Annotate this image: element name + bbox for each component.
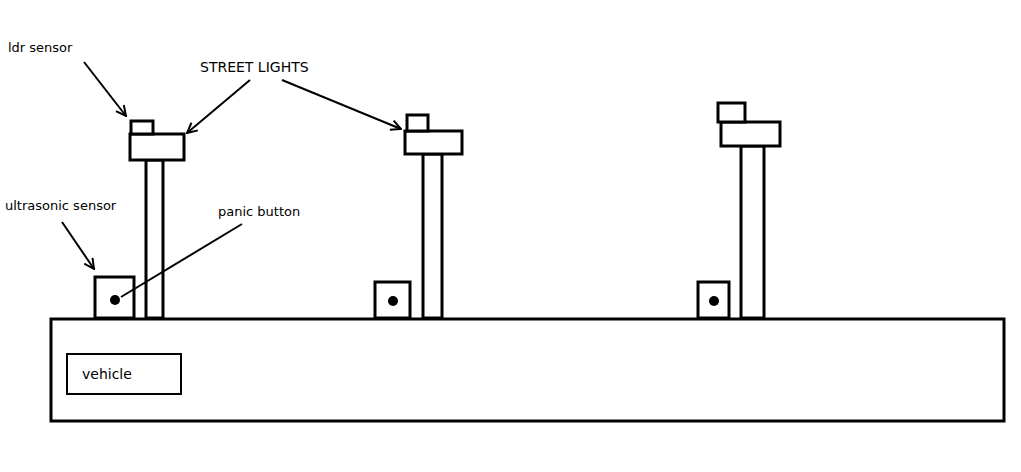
ultrasonic-sensor-box bbox=[375, 282, 410, 318]
panic-button-dot bbox=[110, 295, 120, 305]
leader-arrow bbox=[187, 80, 250, 133]
vehicle-box: vehicle bbox=[66, 353, 182, 395]
road bbox=[51, 319, 1004, 421]
callout-label: STREET LIGHTS bbox=[200, 59, 309, 76]
street-light-head bbox=[405, 131, 462, 154]
street-light-head bbox=[130, 134, 184, 160]
leader-arrow bbox=[62, 222, 94, 269]
street-light-head bbox=[721, 122, 780, 146]
leader-line bbox=[121, 224, 242, 297]
callout-label: ultrasonic sensor bbox=[5, 198, 116, 214]
ultrasonic-sensor-box bbox=[95, 277, 134, 318]
ldr-sensor-box bbox=[407, 115, 428, 131]
light-pole bbox=[146, 160, 163, 318]
ldr-sensor-box bbox=[718, 103, 745, 122]
callout-label: ldr sensor bbox=[8, 40, 72, 56]
light-pole bbox=[423, 154, 442, 318]
light-pole bbox=[741, 146, 764, 318]
ultrasonic-sensor-box bbox=[698, 282, 729, 318]
leader-arrow bbox=[84, 62, 126, 116]
callout-label: panic button bbox=[218, 204, 300, 220]
panic-button-dot bbox=[388, 296, 398, 306]
box-text: vehicle bbox=[82, 366, 132, 383]
leader-arrow bbox=[282, 80, 401, 129]
panic-button-dot bbox=[709, 296, 719, 306]
ldr-sensor-box bbox=[131, 121, 153, 134]
